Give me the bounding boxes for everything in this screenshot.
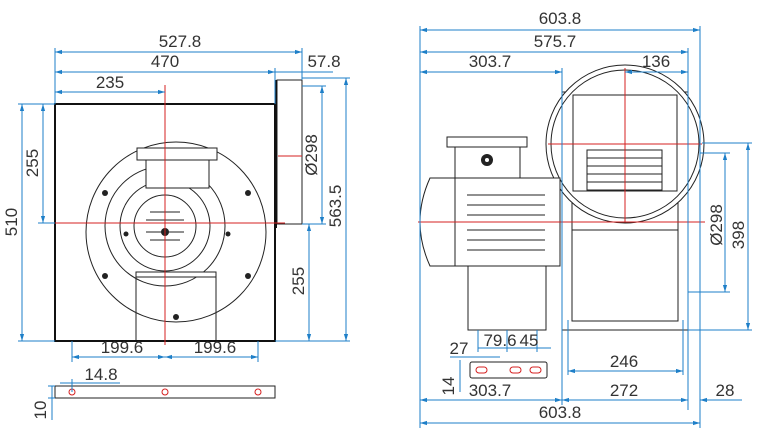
dim-603-8-top: 603.8	[539, 9, 582, 28]
dim-45: 45	[520, 331, 539, 350]
dim-79-6: 79.6	[483, 331, 516, 350]
dim-57-8: 57.8	[307, 52, 340, 71]
dim-235: 235	[96, 73, 124, 92]
dim-246: 246	[610, 352, 638, 371]
dim-303-7-top: 303.7	[469, 52, 512, 71]
motor-foot	[467, 265, 547, 331]
dim-10: 10	[31, 401, 50, 420]
dim-563-5: 563.5	[326, 185, 345, 228]
dim-14-8: 14.8	[84, 365, 117, 384]
dim-303-7-bottom: 303.7	[469, 381, 512, 400]
dim-outlet-diameter: Ø298	[302, 134, 321, 176]
dim-527-8: 527.8	[159, 32, 202, 51]
dim-272: 272	[610, 381, 638, 400]
outlet-duct	[276, 79, 303, 225]
dim-199-6-right: 199.6	[194, 338, 237, 357]
dim-28: 28	[716, 381, 735, 400]
side-view: 603.8 575.7 303.7 136 Ø298 398 79.6 45 2…	[418, 9, 752, 428]
dim-603-8-bottom: 603.8	[539, 403, 582, 422]
scroll-housing	[85, 141, 267, 323]
terminal-box	[145, 159, 210, 189]
dim-470: 470	[151, 52, 179, 71]
dim-136: 136	[642, 52, 670, 71]
base-plate	[54, 385, 276, 399]
dim-575-7: 575.7	[534, 32, 577, 51]
dim-14: 14	[439, 377, 458, 396]
dim-27: 27	[450, 339, 469, 358]
dim-199-6-left: 199.6	[101, 338, 144, 357]
foot-slot-plate	[469, 361, 548, 379]
terminal-box-lid	[136, 147, 218, 161]
front-view: 527.8 470 57.8 235 510 255 Ø298 563.5 25…	[2, 32, 350, 420]
dim-510: 510	[2, 208, 21, 236]
dim-255-lower: 255	[289, 267, 308, 295]
dim-inlet-diameter: Ø298	[707, 204, 726, 246]
dim-255-upper: 255	[23, 149, 42, 177]
motor-terminal-lid	[446, 136, 528, 148]
dim-398: 398	[729, 221, 748, 249]
